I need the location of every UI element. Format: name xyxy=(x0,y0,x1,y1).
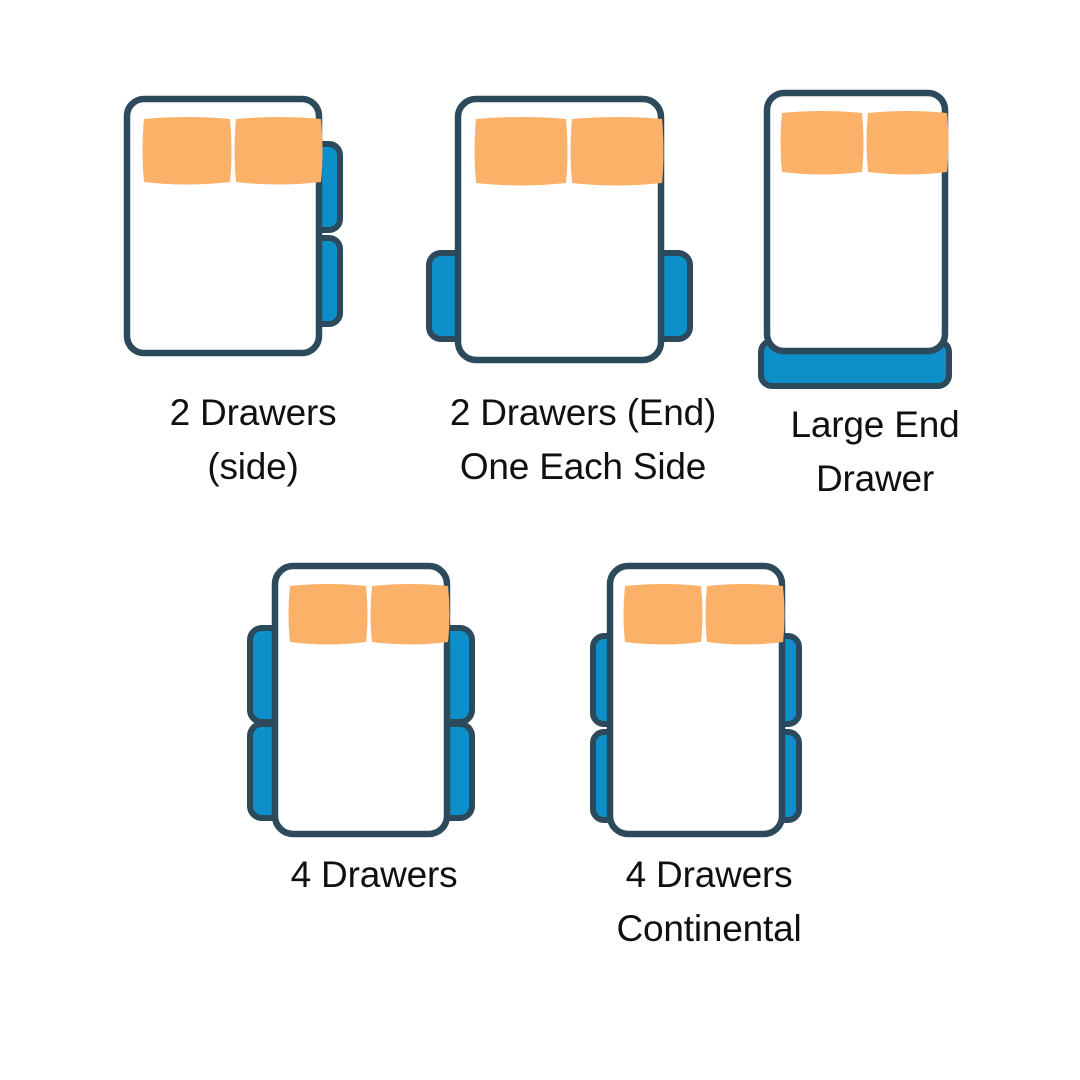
pillow-left xyxy=(474,117,568,186)
bed-diagram-2-drawers-end xyxy=(426,95,693,364)
bed-option-label: Large End Drawer xyxy=(790,404,960,499)
bed-option-label: 4 Drawers xyxy=(290,854,458,895)
pillow-right xyxy=(234,117,323,185)
pillow-left xyxy=(780,111,864,175)
pillow-left xyxy=(288,584,368,645)
bed-option-label: 4 Drawers Continental xyxy=(616,854,802,949)
pillow-left xyxy=(623,584,703,645)
bed-option-label: 2 Drawers (End) One Each Side xyxy=(449,392,717,487)
pillow-group xyxy=(780,111,949,175)
pillow-right xyxy=(705,584,785,645)
bed-option-label: 2 Drawers (side) xyxy=(169,392,337,487)
bed-diagram-4-drawers xyxy=(247,562,475,838)
bed-diagram-4-drawers-continental xyxy=(590,562,802,838)
pillow-group xyxy=(474,117,664,186)
pillow-group xyxy=(623,584,785,645)
pillow-right xyxy=(370,584,450,645)
bed-diagram-2-drawers-side xyxy=(123,95,343,357)
bed-diagram-large-end-drawer xyxy=(758,89,952,389)
pillow-group xyxy=(288,584,450,645)
pillow-left xyxy=(142,117,232,185)
pillow-right xyxy=(866,111,949,175)
pillow-group xyxy=(142,117,323,185)
pillow-right xyxy=(570,117,664,186)
